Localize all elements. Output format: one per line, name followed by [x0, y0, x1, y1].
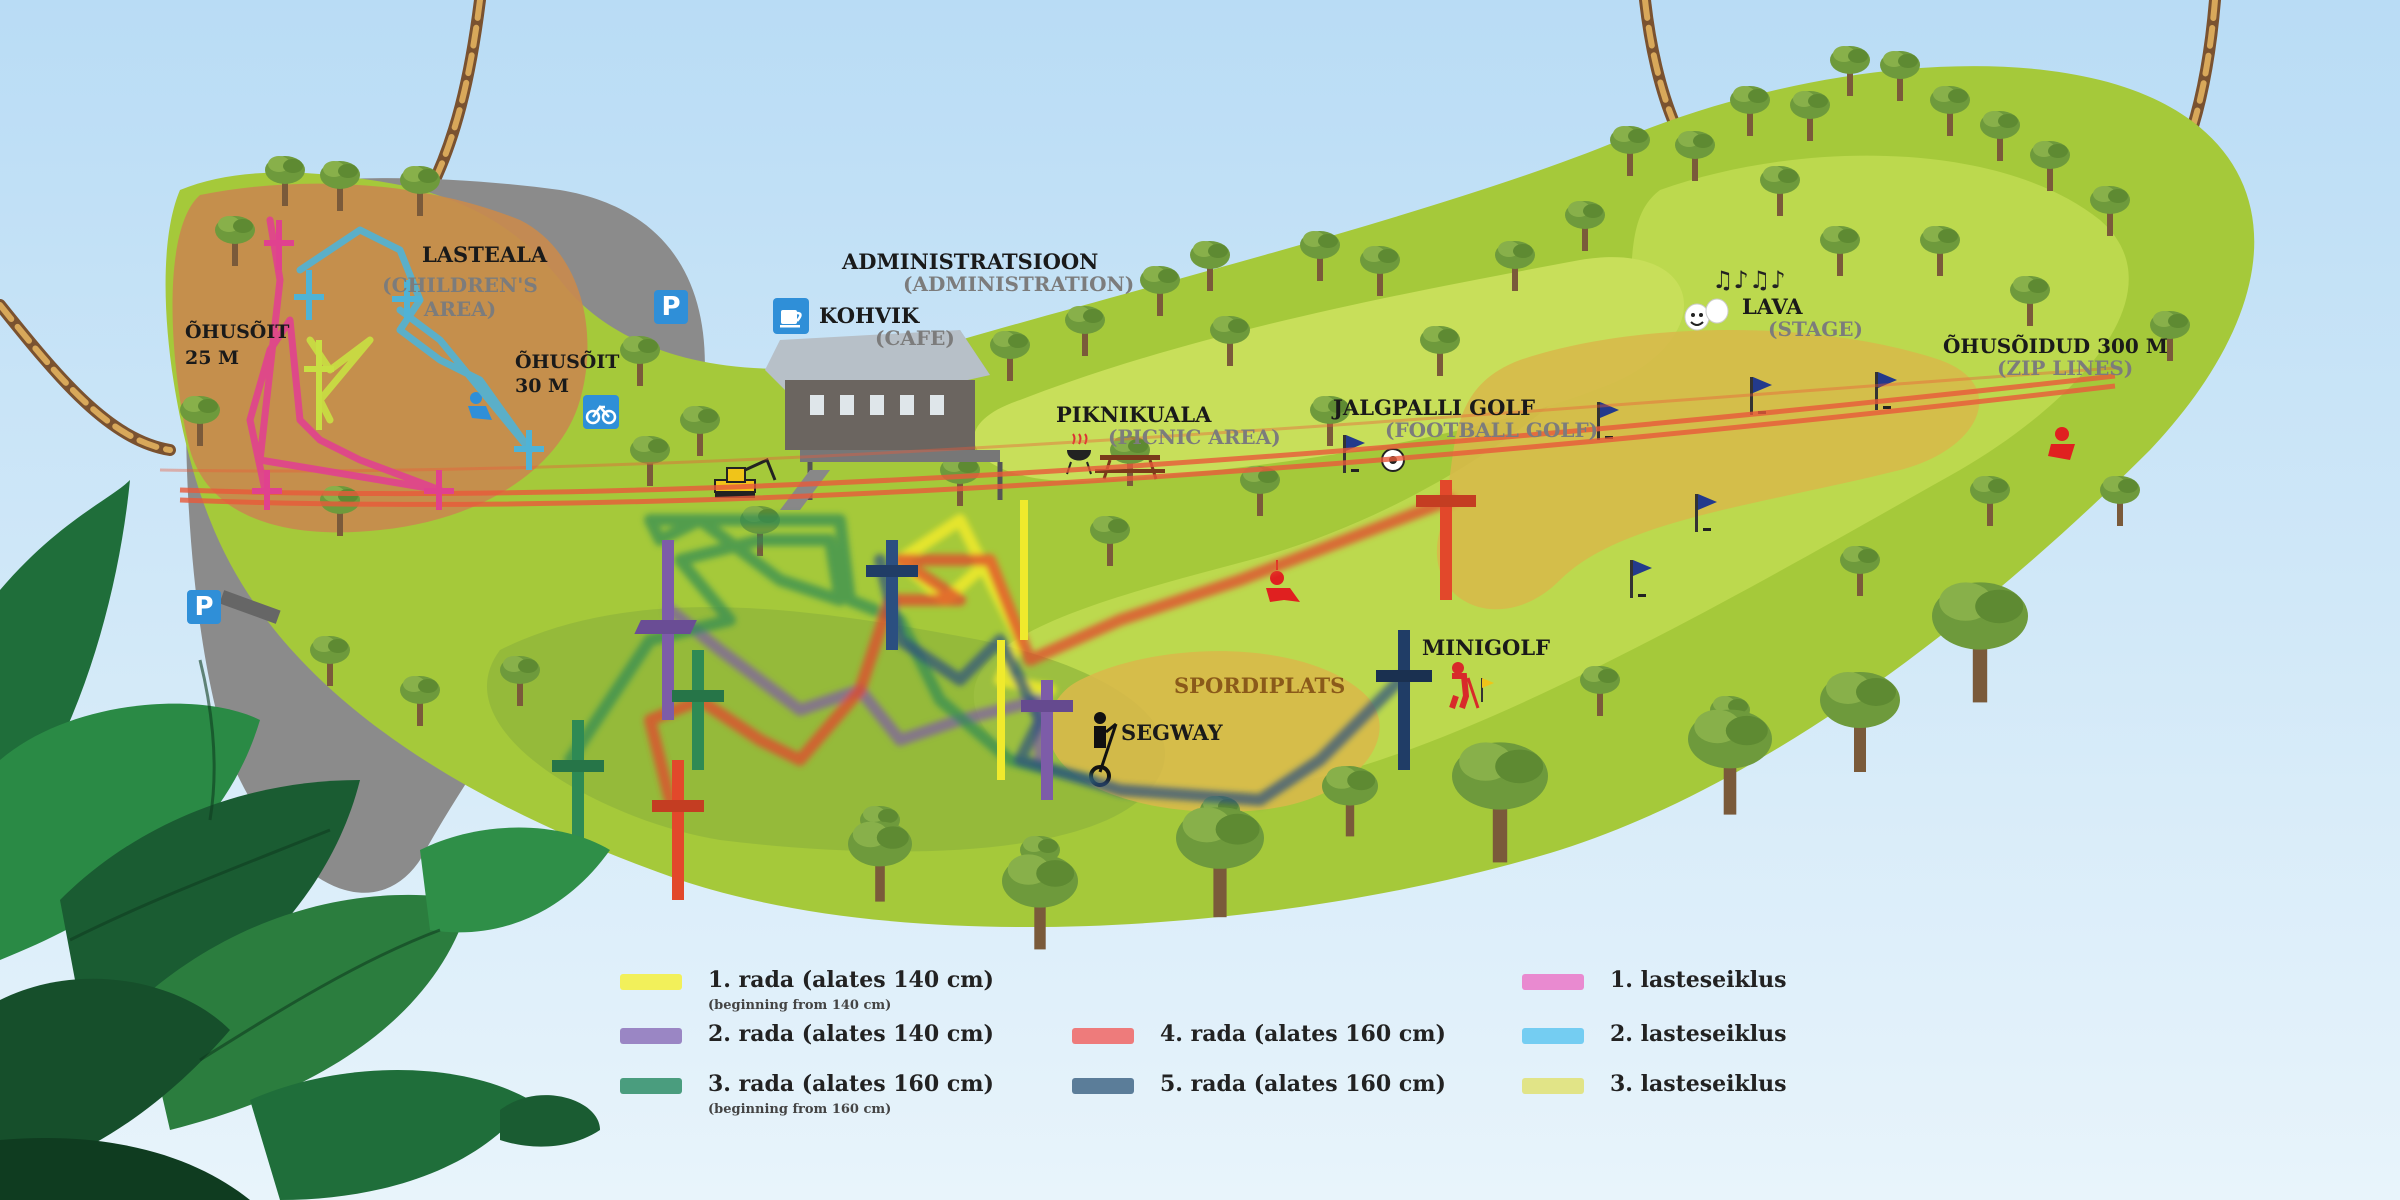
legend-label-kids-2: 2. lasteseiklus: [1610, 1021, 1787, 1047]
kids-trail-3: [306, 336, 374, 424]
label-spordiplats: SPORDIPLATS: [1174, 673, 1346, 698]
label-piknikuala-sub: (PICNIC AREA): [1108, 425, 1281, 449]
legend-swatch-kids-1: [1522, 974, 1584, 990]
legend-swatch-kids-2: [1522, 1028, 1584, 1044]
label-ohusoidud-sub: (ZIP LINES): [1997, 356, 2134, 380]
label-ohusoit-30: ÕHUSÕIT: [515, 351, 620, 373]
label-piknikuala: PIKNIKUALA: [1056, 402, 1212, 427]
label-ohusoit-30-sub: 30 M: [515, 375, 570, 397]
legend-swatch-trail-4: [1072, 1028, 1134, 1044]
label-lasteala-sub: (CHILDREN'S: [382, 273, 538, 297]
label-jalgpalli-golf: JALGPALLI GOLF: [1333, 395, 1536, 420]
label-lava: LAVA: [1742, 294, 1803, 319]
trail-5: [874, 554, 1406, 806]
label-lasteala-sub2: AREA): [423, 297, 497, 321]
label-ohusoidud: ÕHUSÕIDUD 300 M: [1943, 334, 2168, 358]
label-ohusoit-25-sub: 25 M: [185, 347, 240, 369]
music-notes-icon: ♫♪♫♪: [1712, 266, 1786, 294]
kids-trail-1: [246, 216, 444, 494]
label-lava-sub: (STAGE): [1768, 317, 1863, 341]
theater-masks-icon: [1684, 298, 1729, 331]
legend-label-trail-1: 1. rada (alates 140 cm): [708, 967, 994, 993]
sand-area-stage: [1436, 330, 1980, 610]
label-administratsioon: ADMINISTRATSIOON: [842, 249, 1099, 274]
bike-icon[interactable]: [583, 395, 619, 429]
legend-label-trail-5: 5. rada (alates 160 cm): [1160, 1071, 1446, 1097]
towers: [252, 220, 1476, 900]
legend-label-kids-3: 3. lasteseiklus: [1610, 1071, 1787, 1097]
foreground-leaves: [0, 480, 610, 1200]
label-ohusoit-25: ÕHUSÕIT: [185, 321, 290, 343]
legend-label-trail-2: 2. rada (alates 140 cm): [708, 1021, 994, 1047]
legend-swatch-trail-5: [1072, 1078, 1134, 1094]
legend-label-trail-3: 3. rada (alates 160 cm): [708, 1071, 994, 1097]
label-segway: SEGWAY: [1121, 720, 1223, 745]
parking-stripe: [219, 590, 281, 624]
legend-label-trail-4: 4. rada (alates 160 cm): [1160, 1021, 1446, 1047]
label-administratsioon-sub: (ADMINISTRATION): [903, 272, 1135, 296]
light-meadow-north: [973, 257, 1685, 482]
parking-sign-north[interactable]: P: [654, 290, 688, 324]
cafe-icon[interactable]: [773, 298, 809, 334]
label-lasteala: LASTEALA: [422, 242, 548, 267]
label-jalgpalli-golf-sub: (FOOTBALL GOLF): [1385, 418, 1599, 442]
minigolfer-icon: [1449, 662, 1494, 709]
legend-swatch-kids-3: [1522, 1078, 1584, 1094]
label-minigolf: MINIGOLF: [1422, 635, 1550, 660]
trails: [564, 494, 1456, 806]
legend-sub-trail-1: (beginning from 140 cm): [708, 998, 892, 1013]
kids-trail-2: [296, 226, 534, 454]
label-kohvik-sub: (CAFE): [875, 326, 955, 350]
legend-swatch-trail-1: [620, 974, 682, 990]
label-kohvik: KOHVIK: [819, 303, 920, 328]
parking-sign-west[interactable]: P: [187, 590, 221, 624]
segway-icon: [1089, 712, 1118, 787]
trail-4: [644, 494, 1456, 806]
legend-label-kids-1: 1. lasteseiklus: [1610, 967, 1787, 993]
legend-swatch-trail-2: [620, 1028, 682, 1044]
legend-swatch-trail-3: [620, 1078, 682, 1094]
hanging-ropes: [0, 0, 2221, 456]
legend-sub-trail-3: (beginning from 160 cm): [708, 1102, 892, 1117]
kids-trails: [246, 216, 534, 494]
zipline-rider-icon: [468, 392, 2075, 602]
